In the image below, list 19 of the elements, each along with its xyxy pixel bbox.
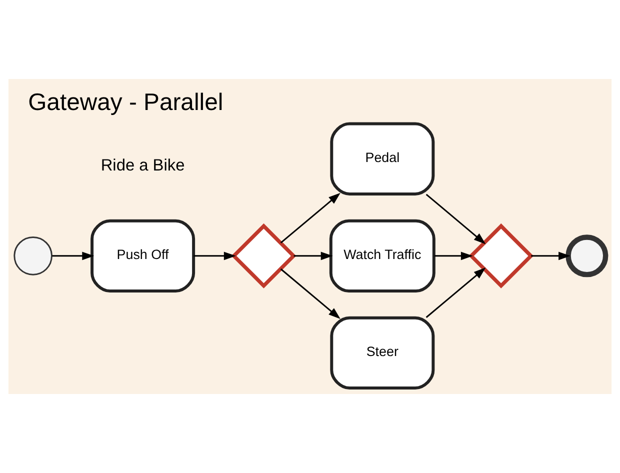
arrow <box>531 252 570 260</box>
arrow <box>52 252 94 260</box>
node-box: Watch Traffic <box>329 219 436 292</box>
arrow <box>294 252 333 260</box>
arrow <box>434 252 473 260</box>
node-box: Steer <box>330 316 435 390</box>
label: Ride a Bike <box>100 156 185 175</box>
node-box: Push Off <box>90 219 196 292</box>
arrow <box>426 268 486 318</box>
diagram-title: Gateway - Parallel <box>28 89 224 116</box>
node-diamond <box>468 223 534 288</box>
node-circle <box>566 234 608 278</box>
arrow <box>194 252 236 260</box>
arrow <box>426 194 486 244</box>
node-diamond <box>231 223 296 288</box>
arrow <box>280 268 340 319</box>
node-circle <box>14 236 52 276</box>
node-box: Pedal <box>330 122 435 196</box>
arrow <box>280 192 340 244</box>
